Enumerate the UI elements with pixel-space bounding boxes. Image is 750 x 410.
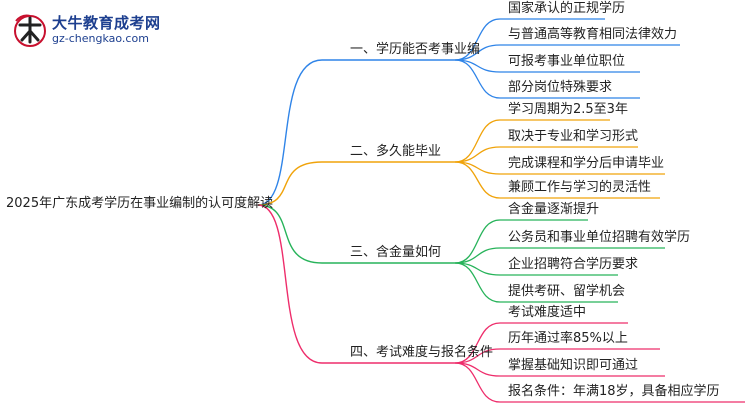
leaf-topic: 考试难度适中 xyxy=(508,305,587,320)
leaf-connector xyxy=(454,219,501,264)
leaf-connector xyxy=(454,322,501,364)
leaf-topic: 含金量逐渐提升 xyxy=(508,202,600,217)
leaf-topic: 取决于专业和学习形式 xyxy=(508,129,639,144)
root-topic: 2025年广东成考学历在事业编制的认可度解读 xyxy=(6,196,274,211)
leaf-connector xyxy=(454,18,501,61)
leaf-topic: 企业招聘符合学历要求 xyxy=(508,257,639,272)
mascot-logo-icon xyxy=(14,14,46,47)
leaf-connector xyxy=(454,44,501,61)
branch-connector xyxy=(257,161,323,206)
leaf-connector xyxy=(454,59,501,99)
leaf-topic: 国家承认的正规学历 xyxy=(508,1,626,16)
logo-title: 大牛教育成考网 xyxy=(52,14,161,32)
branch-connector xyxy=(257,204,323,364)
leaf-topic: 提供考研、留学机会 xyxy=(508,284,626,299)
leaf-topic: 掌握基础知识即可通过 xyxy=(508,358,639,373)
branch-topic: 三、含金量如何 xyxy=(350,245,442,260)
leaf-connector xyxy=(454,146,501,163)
site-logo[interactable]: 大牛教育成考网 gz-chengkao.com xyxy=(12,10,162,52)
leaf-topic: 完成课程和学分后申请毕业 xyxy=(508,156,665,171)
leaf-topic: 公务员和事业单位招聘有效学历 xyxy=(508,230,691,245)
leaf-topic: 历年通过率85%以上 xyxy=(508,331,628,346)
branch-connector xyxy=(257,204,323,264)
logo-url: gz-chengkao.com xyxy=(52,32,149,45)
leaf-topic: 部分岗位特殊要求 xyxy=(508,80,613,95)
leaf-connector xyxy=(454,119,501,163)
branch-topic: 二、多久能毕业 xyxy=(350,144,442,159)
leaf-connector xyxy=(454,247,501,264)
leaf-connector xyxy=(454,348,501,364)
leaf-topic: 学习周期为2.5至3年 xyxy=(508,102,628,117)
leaf-connector xyxy=(454,161,501,175)
leaf-connector xyxy=(454,161,501,199)
leaf-topic: 兼顾工作与学习的灵活性 xyxy=(508,180,652,195)
leaf-connector xyxy=(454,362,501,403)
leaf-connector xyxy=(454,362,501,377)
leaf-topic: 与普通高等教育相同法律效力 xyxy=(508,27,678,42)
leaf-topic: 可报考事业单位职位 xyxy=(508,54,626,69)
leaf-connector xyxy=(454,262,501,303)
branch-topic: 四、考试难度与报名条件 xyxy=(350,345,494,360)
branch-connector xyxy=(257,59,323,206)
leaf-topic: 报名条件：年满18岁，具备相应学历 xyxy=(508,384,720,399)
branch-topic: 一、学历能否考事业编 xyxy=(350,42,481,57)
